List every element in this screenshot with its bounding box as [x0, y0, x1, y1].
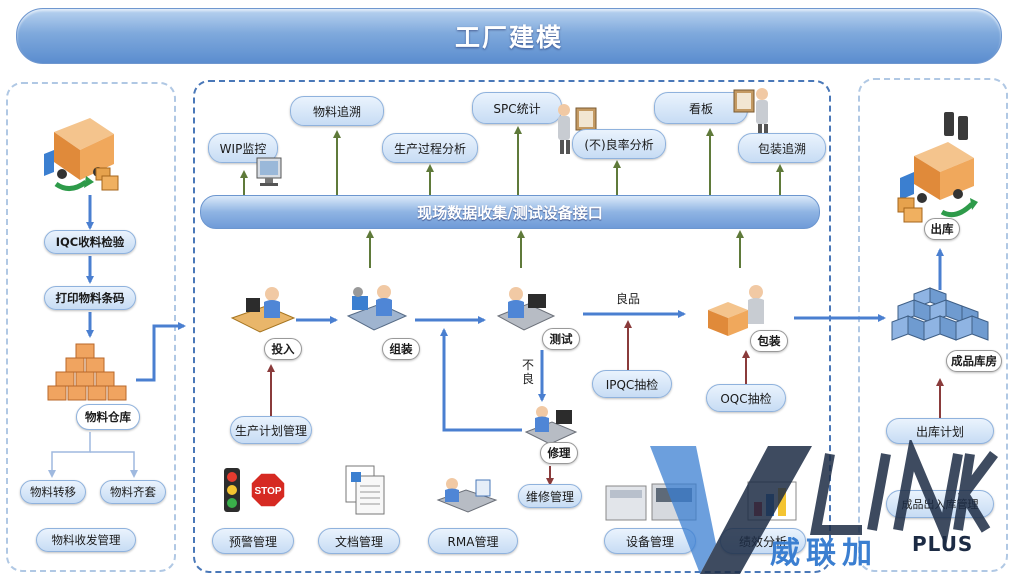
watermark-brand-cn: 威联加 [770, 536, 878, 571]
document-management-box[interactable]: 文档管理 [318, 528, 400, 554]
finished-goods-stack-icon [891, 287, 989, 341]
wip-monitor-box[interactable]: WIP监控 [208, 133, 278, 163]
iqc-receiving-box[interactable]: IQC收料检验 [44, 230, 136, 254]
production-panel [193, 80, 831, 573]
ipqc-check-box[interactable]: IPQC抽检 [592, 370, 672, 398]
input-station-label[interactable]: 投入 [264, 338, 302, 360]
material-receive-issue-box[interactable]: 物料收发管理 [36, 528, 136, 552]
analyst-with-board-icon [558, 104, 597, 154]
packing-station-label[interactable]: 包装 [750, 330, 788, 352]
print-barcode-box[interactable]: 打印物料条码 [44, 286, 136, 310]
equipment-management-box[interactable]: 设备管理 [604, 528, 696, 554]
page-banner: 工厂建模 [16, 8, 1002, 64]
traffic-light-icon [224, 468, 240, 512]
arrow-to-transfer [48, 432, 91, 478]
arrow-repair-back [440, 328, 522, 432]
assembly-station-label[interactable]: 组装 [382, 338, 420, 360]
vlink-logo-icon [650, 440, 998, 574]
assembly-station-worker-icon [346, 285, 408, 331]
test-station-label[interactable]: 测试 [542, 328, 580, 350]
stop-sign-text: STOP [254, 486, 281, 497]
test-station-worker-icon [496, 287, 556, 331]
data-collection-bus: 现场数据收集/测试设备接口 [200, 195, 820, 229]
repair-management-box[interactable]: 维修管理 [518, 484, 582, 508]
process-analysis-box[interactable]: 生产过程分析 [382, 133, 478, 163]
delivery-truck-icon [44, 118, 119, 191]
material-warehouse-box[interactable]: 物料仓库 [76, 404, 140, 430]
spc-statistics-box[interactable]: SPC统计 [472, 92, 562, 124]
production-plan-box[interactable]: 生产计划管理 [230, 416, 312, 444]
finished-goods-panel [858, 78, 1008, 572]
arrow-warehouse-to-production [136, 322, 186, 382]
material-kitting-box[interactable]: 物料齐套 [100, 480, 166, 504]
good-product-label: 良品 [616, 292, 641, 306]
presenter-with-board-icon [733, 88, 768, 138]
stop-sign-icon: STOP [250, 472, 286, 508]
scanner-truck-icon [897, 112, 978, 223]
packing-station-worker-icon [708, 285, 764, 336]
outbound-plan-box[interactable]: 出库计划 [886, 418, 994, 444]
repair-station-label[interactable]: 修理 [540, 442, 578, 464]
monitor-icon [256, 157, 282, 186]
input-station-worker-icon [230, 287, 296, 333]
rma-management-box[interactable]: RMA管理 [428, 528, 518, 554]
watermark-brand-en: PLUS [912, 532, 974, 556]
yield-analysis-box[interactable]: (不)良率分析 [572, 129, 666, 159]
arrow-to-kitting [90, 451, 138, 478]
repair-station-worker-icon [524, 406, 578, 445]
oqc-check-box[interactable]: OQC抽检 [706, 384, 786, 412]
page-title: 工厂建模 [454, 23, 563, 52]
defect-label: 不良 [522, 358, 535, 386]
outbound-label[interactable]: 出库 [924, 218, 960, 240]
package-trace-box[interactable]: 包装追溯 [738, 133, 826, 163]
documents-icon [345, 465, 385, 515]
material-transfer-box[interactable]: 物料转移 [20, 480, 86, 504]
equipment-machines-icon [605, 483, 697, 521]
finished-goods-warehouse-label[interactable]: 成品库房 [946, 350, 1002, 372]
rma-service-icon [436, 478, 498, 513]
material-trace-box[interactable]: 物料追溯 [290, 96, 384, 126]
alert-management-box[interactable]: 预警管理 [212, 528, 294, 554]
boxes-stack-icon [47, 343, 127, 401]
